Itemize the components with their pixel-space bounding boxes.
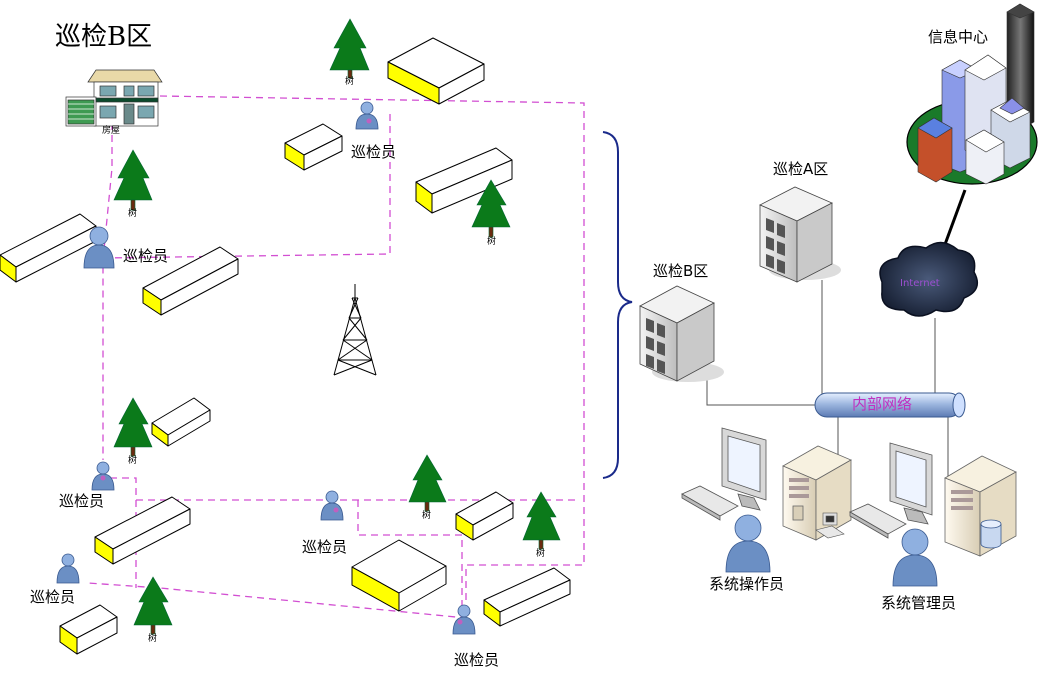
tree-icon [408,454,447,512]
intranet-pipe [814,392,966,418]
small-pc-icon [815,512,845,539]
inspector-icon [320,490,344,521]
inspector-icon [91,461,115,491]
radio-tower-icon [333,284,377,376]
operator-keyboard-icon [681,485,739,521]
grouping-brace [602,131,633,479]
inspector-label: 巡检员 [123,247,169,265]
yellow-block [415,147,513,214]
yellow-block [455,491,514,541]
yellow-block [94,496,191,565]
house-icon [65,69,163,127]
yellow-block [0,213,97,283]
inspector-label: 巡检员 [351,143,397,161]
yellow-block [151,397,211,447]
internet-label: Internet [900,278,940,289]
database-icon [980,519,1002,549]
yellow-block [284,123,343,171]
zone-a-label: 巡检A区 [773,160,829,178]
zone-b-label: 巡检B区 [653,262,709,280]
internet-cloud-icon [879,241,979,317]
yellow-block [142,246,239,316]
intranet-label: 内部网络 [852,395,913,413]
tree-label: 树 [345,77,355,87]
tree-label: 树 [128,456,138,466]
yellow-block [387,37,485,105]
tree-icon [329,18,370,79]
tree-label: 树 [536,549,546,559]
info-center-label: 信息中心 [928,28,989,46]
tree-icon [133,576,173,635]
operator-server-icon [782,445,852,541]
tree-icon [471,179,511,238]
inspector-label: 巡检员 [30,588,76,606]
tree-label: 树 [128,209,138,219]
inspector-label: 巡检员 [302,538,348,556]
inspector-icon [355,101,379,130]
zone-b-building-icon [639,285,724,382]
tree-icon [113,397,153,457]
patrol-path [87,95,585,619]
zone-a-building-icon [759,186,841,283]
house-label: 房屋 [102,126,121,136]
tree-icon [522,491,561,550]
inspector-icon [452,604,476,635]
inspector-label: 巡检员 [454,651,500,669]
inspector-label: 巡检员 [59,492,105,510]
operator-label: 系统操作员 [709,575,785,593]
zone-title: 巡检B区 [55,22,153,52]
admin-keyboard-icon [849,503,907,539]
inspector-icon [83,226,115,269]
yellow-block [351,539,447,612]
admin-server-icon [944,455,1017,557]
operator-monitor-icon [721,427,767,511]
tree-label: 树 [487,237,497,247]
operator-person-icon [725,514,771,573]
yellow-block [483,567,571,627]
tree-icon [113,149,153,211]
info-center-city-icon [906,3,1038,185]
yellow-block [59,604,118,655]
admin-label: 系统管理员 [881,594,957,612]
tree-label: 树 [422,511,432,521]
admin-person-icon [892,528,938,587]
tree-label: 树 [148,634,158,644]
admin-monitor-icon [889,442,933,525]
inspector-icon [56,553,80,584]
